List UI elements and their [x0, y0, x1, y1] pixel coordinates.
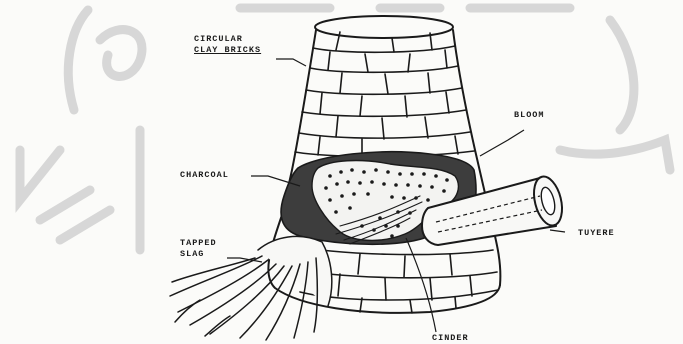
bloom-label: BLOOM [514, 110, 545, 121]
tapped-slag-label-line1: TAPPED [180, 238, 217, 249]
clay-bricks-label-line1: CIRCULAR [194, 34, 261, 45]
tuyere-leader [550, 230, 565, 232]
clay-bricks-label: CIRCULAR CLAY BRICKS [194, 34, 261, 56]
charcoal-label: CHARCOAL [180, 170, 229, 181]
clay-bricks-leader [276, 59, 306, 66]
tapped-slag-label-line2: SLAG [180, 249, 217, 260]
bloom-leader [480, 130, 524, 156]
clay-bricks-label-line2: CLAY BRICKS [194, 45, 261, 56]
cinder-leader [406, 238, 436, 332]
cinder-label: CINDER [432, 333, 469, 344]
tapped-slag-label: TAPPED SLAG [180, 238, 217, 260]
tuyere-label: TUYERE [578, 228, 615, 239]
